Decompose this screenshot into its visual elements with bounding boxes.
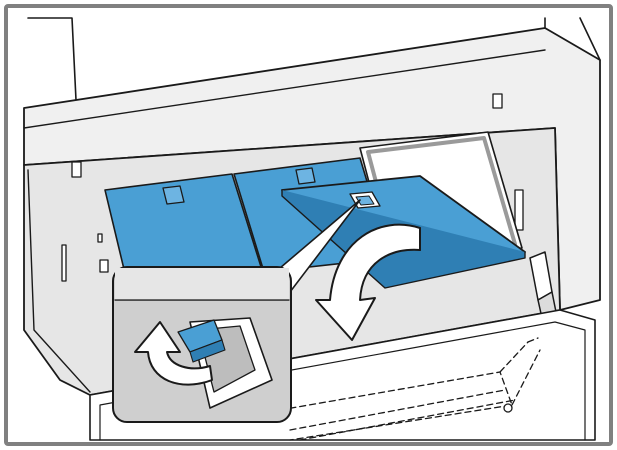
curved-arrow-left-icon bbox=[134, 321, 213, 386]
cabinet-walls bbox=[27, 17, 601, 101]
housing-slots bbox=[61, 93, 524, 282]
hinge-pin bbox=[503, 403, 513, 413]
front-panel-inner bbox=[99, 321, 586, 441]
filter-left-handle bbox=[162, 185, 185, 205]
lowered-filter-outline bbox=[279, 337, 541, 441]
housing-lip bbox=[27, 169, 91, 393]
housing-inner-edge bbox=[23, 49, 546, 129]
inset-light-wall bbox=[115, 268, 289, 300]
filter-middle-handle bbox=[295, 167, 316, 185]
curved-arrow-down-icon bbox=[315, 223, 421, 341]
filter-tilted-latch-inner bbox=[355, 195, 375, 206]
